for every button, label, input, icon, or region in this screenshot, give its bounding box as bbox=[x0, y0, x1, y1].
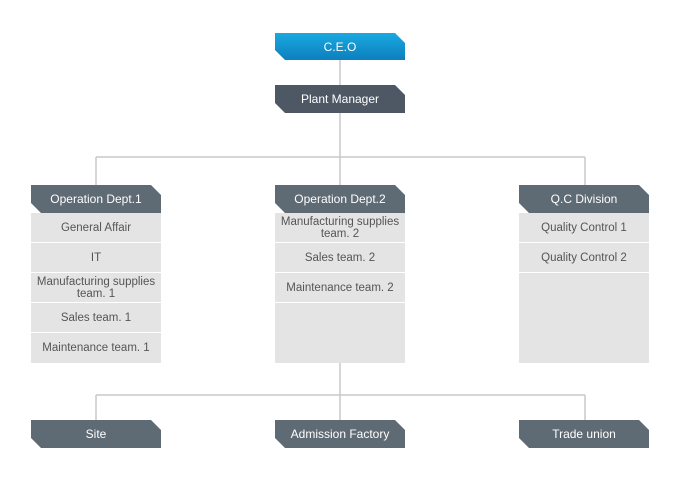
admission-factory-box: Admission Factory bbox=[275, 420, 405, 448]
ceo-box: C.E.O bbox=[275, 33, 405, 60]
dept1-item: Manufacturing supplies team. 1 bbox=[31, 273, 161, 303]
plant-manager-label: Plant Manager bbox=[300, 92, 380, 106]
dept1-item: Sales team. 1 bbox=[31, 303, 161, 333]
qc-item: Quality Control 2 bbox=[519, 243, 649, 273]
dept1-item: General Affair bbox=[31, 213, 161, 243]
site-label: Site bbox=[85, 427, 107, 441]
trade-union-box: Trade union bbox=[519, 420, 649, 448]
dept2-title: Operation Dept.2 bbox=[294, 192, 386, 206]
site-box: Site bbox=[31, 420, 161, 448]
dept1-header: Operation Dept.1 bbox=[31, 185, 161, 213]
dept1-panel: General Affair IT Manufacturing supplies… bbox=[31, 213, 161, 363]
qc-title: Q.C Division bbox=[550, 192, 618, 206]
ceo-label: C.E.O bbox=[323, 39, 357, 54]
qc-panel: Quality Control 1 Quality Control 2 bbox=[519, 213, 649, 363]
dept2-item: Manufacturing supplies team. 2 bbox=[275, 213, 405, 243]
qc-item: Quality Control 1 bbox=[519, 213, 649, 243]
dept2-item: Maintenance team. 2 bbox=[275, 273, 405, 303]
dept1-item: IT bbox=[31, 243, 161, 273]
dept2-panel: Manufacturing supplies team. 2 Sales tea… bbox=[275, 213, 405, 363]
qc-header: Q.C Division bbox=[519, 185, 649, 213]
dept2-header: Operation Dept.2 bbox=[275, 185, 405, 213]
trade-union-label: Trade union bbox=[552, 427, 616, 441]
dept1-title: Operation Dept.1 bbox=[50, 192, 142, 206]
dept2-item: Sales team. 2 bbox=[275, 243, 405, 273]
plant-manager-box: Plant Manager bbox=[275, 85, 405, 113]
admission-factory-label: Admission Factory bbox=[290, 427, 390, 441]
dept1-item: Maintenance team. 1 bbox=[42, 341, 150, 354]
